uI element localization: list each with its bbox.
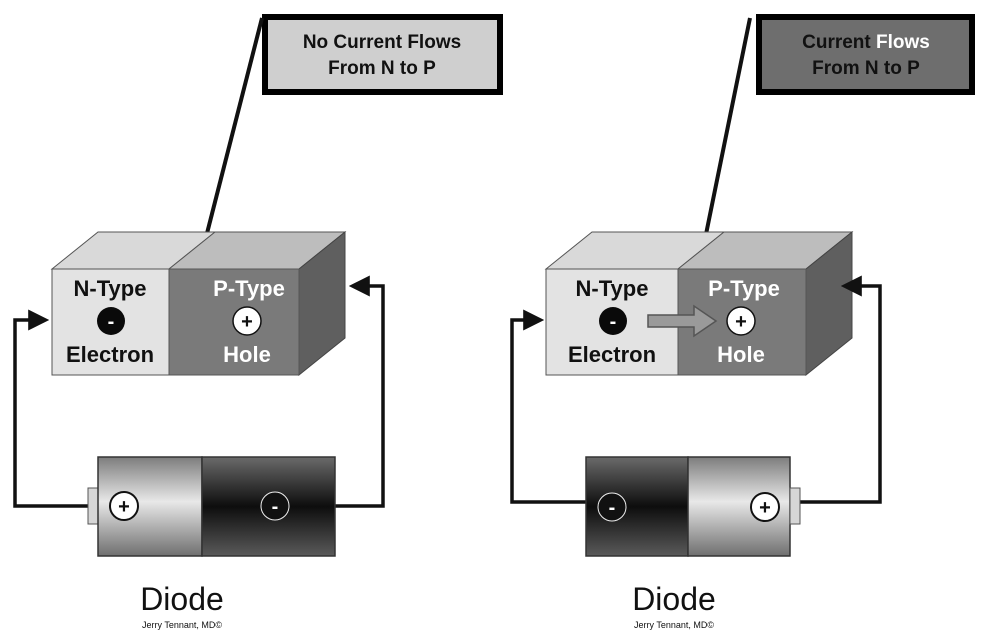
right-callout: Current Flows From N to P	[756, 14, 975, 95]
left-battery-left-sign: +	[118, 496, 130, 518]
left-caption: Diode	[140, 581, 224, 617]
left-hole-icon	[232, 306, 262, 336]
right-panel: Current Flows From N to P N-Type - Elect…	[510, 14, 975, 630]
left-panel: No Current Flows From N to P N-Type - El…	[13, 14, 503, 630]
left-p-sub: Hole	[223, 342, 271, 367]
left-pn-block: N-Type - Electron P-Type + Hole	[50, 230, 347, 377]
right-n-label: N-Type	[576, 276, 649, 301]
right-n-sign: -	[610, 311, 617, 333]
left-battery-right-sign: -	[272, 496, 279, 518]
right-battery-plus-icon	[750, 492, 780, 522]
left-credit: Jerry Tennant, MD©	[142, 620, 222, 630]
right-callout-fill	[762, 20, 969, 89]
right-battery: - +	[585, 456, 801, 557]
right-callout-pointer	[701, 17, 752, 250]
right-p-label: P-Type	[708, 276, 780, 301]
right-caption: Diode	[632, 581, 716, 617]
left-n-sign: -	[108, 311, 115, 333]
right-n-sub: Electron	[568, 342, 656, 367]
left-electron-icon	[97, 307, 125, 335]
left-n-label: N-Type	[74, 276, 147, 301]
right-callout-word1: Current	[802, 32, 871, 53]
right-flow-arrow-icon	[647, 304, 718, 338]
right-battery-right-sign: +	[759, 497, 771, 519]
right-pn-block: N-Type - Electron P-Type + Hole	[544, 230, 854, 377]
left-callout-line1: No Current Flows	[303, 32, 461, 53]
left-callout-fill	[268, 20, 497, 89]
left-callout-pointer	[201, 17, 264, 250]
left-wire-right	[335, 275, 385, 508]
right-wire-right	[800, 275, 882, 504]
left-battery-minus-icon	[260, 491, 290, 521]
left-callout-line2: From N to P	[328, 58, 436, 79]
left-wire-left	[13, 309, 88, 508]
right-callout-line2: From N to P	[812, 58, 920, 79]
right-electron-icon	[599, 307, 627, 335]
left-p-sign: +	[241, 311, 253, 333]
left-p-label: P-Type	[213, 276, 285, 301]
right-p-sign: +	[735, 311, 747, 333]
right-credit: Jerry Tennant, MD©	[634, 620, 714, 630]
left-callout: No Current Flows From N to P	[262, 14, 503, 95]
right-callout-word2: Flows	[876, 32, 930, 53]
right-battery-terminal	[789, 487, 801, 525]
right-battery-minus-icon	[597, 492, 627, 522]
right-hole-icon	[726, 306, 756, 336]
left-n-sub: Electron	[66, 342, 154, 367]
right-wire-left	[510, 309, 586, 504]
right-battery-left-sign: -	[609, 497, 616, 519]
right-callout-line1: Current Flows	[802, 32, 930, 53]
left-battery-terminal	[87, 487, 99, 525]
left-battery-plus-icon	[109, 491, 139, 521]
left-battery: + -	[87, 456, 336, 557]
right-p-sub: Hole	[717, 342, 765, 367]
